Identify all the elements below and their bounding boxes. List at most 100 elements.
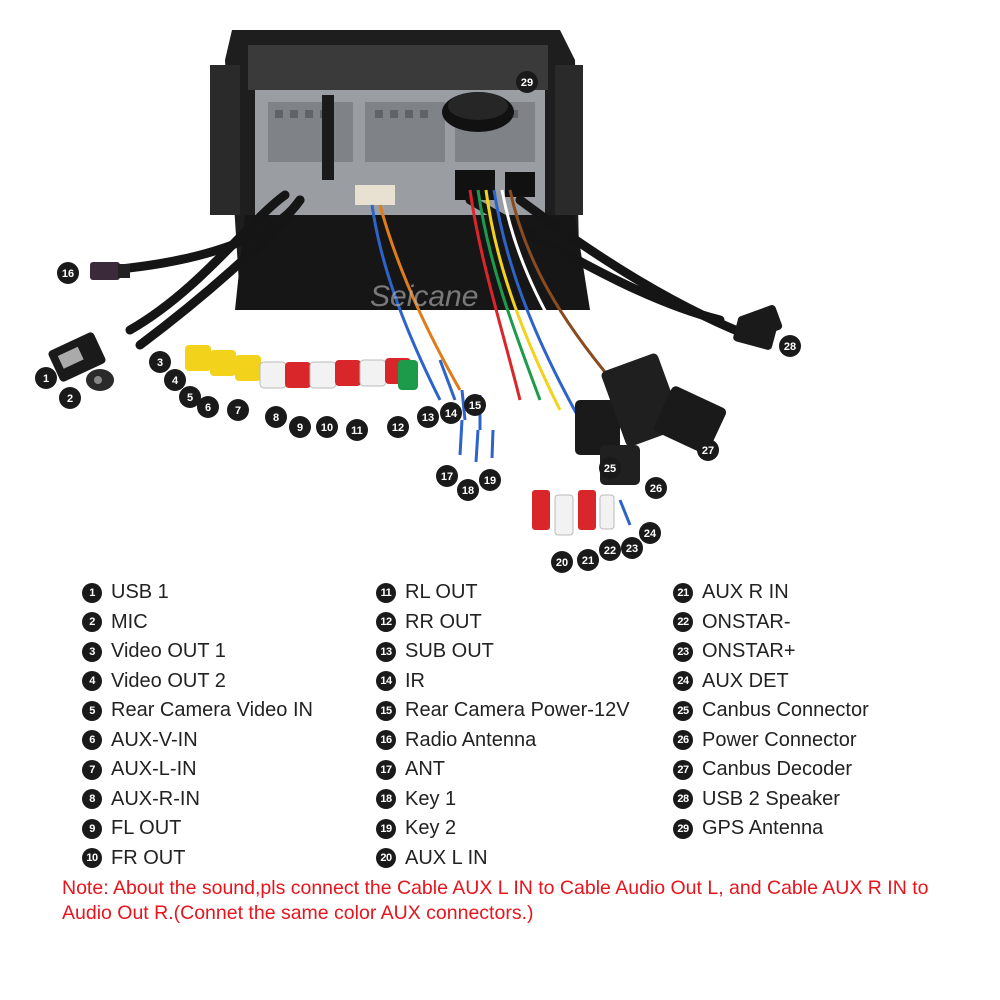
legend-label: AUX-L-IN bbox=[111, 758, 197, 781]
legend-label: AUX R IN bbox=[702, 581, 789, 604]
callout-badge: 6 bbox=[197, 396, 219, 418]
legend-number-badge: 16 bbox=[376, 730, 396, 751]
callout-circle bbox=[516, 71, 538, 93]
legend-number-badge: 6 bbox=[82, 730, 102, 751]
callout-circle bbox=[457, 479, 479, 501]
callout-number: 9 bbox=[297, 422, 303, 434]
callout-circle bbox=[35, 367, 57, 389]
callout-badge: 11 bbox=[346, 419, 368, 441]
legend-label: USB 1 bbox=[111, 581, 169, 604]
rca-connectors-row bbox=[185, 345, 418, 390]
callout-number: 24 bbox=[644, 528, 657, 540]
callout-circle bbox=[179, 386, 201, 408]
legend-label: RL OUT bbox=[405, 581, 478, 604]
legend-number-badge: 10 bbox=[82, 848, 102, 869]
callout-circle bbox=[316, 416, 338, 438]
legend-number-badge: 9 bbox=[82, 818, 102, 839]
canbus-connectors bbox=[575, 353, 727, 485]
callout-number: 13 bbox=[422, 412, 434, 424]
legend-number-badge: 15 bbox=[376, 700, 396, 721]
legend-label: AUX-V-IN bbox=[111, 728, 198, 751]
legend-number-badge: 24 bbox=[673, 671, 693, 692]
callout-circle bbox=[149, 351, 171, 373]
wiring-note: Note: About the sound,pls connect the Ca… bbox=[62, 877, 929, 924]
aux-rca-connectors bbox=[532, 490, 632, 536]
callout-number: 14 bbox=[445, 408, 458, 420]
legend-item: 16 Radio Antenna bbox=[376, 726, 630, 756]
callout-number: 4 bbox=[172, 375, 179, 387]
legend-label: AUX DET bbox=[702, 669, 789, 692]
legend-number-badge: 17 bbox=[376, 759, 396, 780]
legend-label: FL OUT bbox=[111, 817, 182, 840]
legend-item: 24 AUX DET bbox=[673, 667, 869, 697]
callout-circle bbox=[227, 399, 249, 421]
callout-circle bbox=[346, 419, 368, 441]
callout-number: 29 bbox=[521, 77, 533, 89]
legend-number-badge: 13 bbox=[376, 641, 396, 662]
callout-circle bbox=[387, 416, 409, 438]
callout-circle bbox=[577, 549, 599, 571]
callout-number: 2 bbox=[67, 393, 73, 405]
callout-number: 6 bbox=[205, 402, 211, 414]
legend-label: USB 2 Speaker bbox=[702, 787, 840, 810]
callout-circle bbox=[645, 477, 667, 499]
callout-badge: 2 bbox=[59, 387, 81, 409]
legend-label: Rear Camera Video IN bbox=[111, 699, 313, 722]
callout-circle bbox=[436, 465, 458, 487]
callout-circle bbox=[440, 402, 462, 424]
callout-number: 3 bbox=[157, 357, 163, 369]
callout-number: 7 bbox=[235, 405, 241, 417]
callout-circle bbox=[164, 369, 186, 391]
callout-badge: 26 bbox=[645, 477, 667, 499]
legend-number-badge: 3 bbox=[82, 641, 102, 662]
legend-label: Canbus Decoder bbox=[702, 758, 853, 781]
callout-circle bbox=[779, 335, 801, 357]
callout-badge: 19 bbox=[479, 469, 501, 491]
legend-label: RR OUT bbox=[405, 610, 482, 633]
legend-number-badge: 1 bbox=[82, 582, 102, 603]
usb-1-connector bbox=[48, 332, 106, 382]
callout-badge: 17 bbox=[436, 465, 458, 487]
callout-badge: 29 bbox=[516, 71, 538, 93]
legend-item: 1 USB 1 bbox=[82, 578, 313, 608]
callout-number: 5 bbox=[187, 392, 193, 404]
mic-jack bbox=[86, 369, 114, 391]
legend-label: Canbus Connector bbox=[702, 699, 869, 722]
legend-number-badge: 4 bbox=[82, 671, 102, 692]
legend-label: Video OUT 1 bbox=[111, 640, 226, 663]
legend-label: Radio Antenna bbox=[405, 728, 537, 751]
black-cables bbox=[105, 190, 765, 350]
legend-label: GPS Antenna bbox=[702, 817, 824, 840]
callout-number: 16 bbox=[62, 268, 74, 280]
legend-label: IR bbox=[405, 669, 425, 692]
legend-number-badge: 21 bbox=[673, 582, 693, 603]
callout-circle bbox=[479, 469, 501, 491]
callout-number: 15 bbox=[469, 400, 481, 412]
legend-number-badge: 2 bbox=[82, 612, 102, 633]
legend-item: 3 Video OUT 1 bbox=[82, 637, 313, 667]
callout-badge: 22 bbox=[599, 539, 621, 561]
gps-antenna-puck bbox=[442, 92, 514, 132]
legend-number-badge: 20 bbox=[376, 848, 396, 869]
legend-label: FR OUT bbox=[111, 846, 186, 869]
callout-badge: 27 bbox=[697, 439, 719, 461]
callout-circle bbox=[551, 551, 573, 573]
callout-badge: 16 bbox=[57, 262, 79, 284]
legend-item: 9 FL OUT bbox=[82, 814, 313, 844]
legend-number-badge: 8 bbox=[82, 789, 102, 810]
legend-number-badge: 25 bbox=[673, 700, 693, 721]
callout-badge: 28 bbox=[779, 335, 801, 357]
callout-badge: 5 bbox=[179, 386, 201, 408]
callout-badge: 1 bbox=[35, 367, 57, 389]
callout-circle bbox=[599, 457, 621, 479]
